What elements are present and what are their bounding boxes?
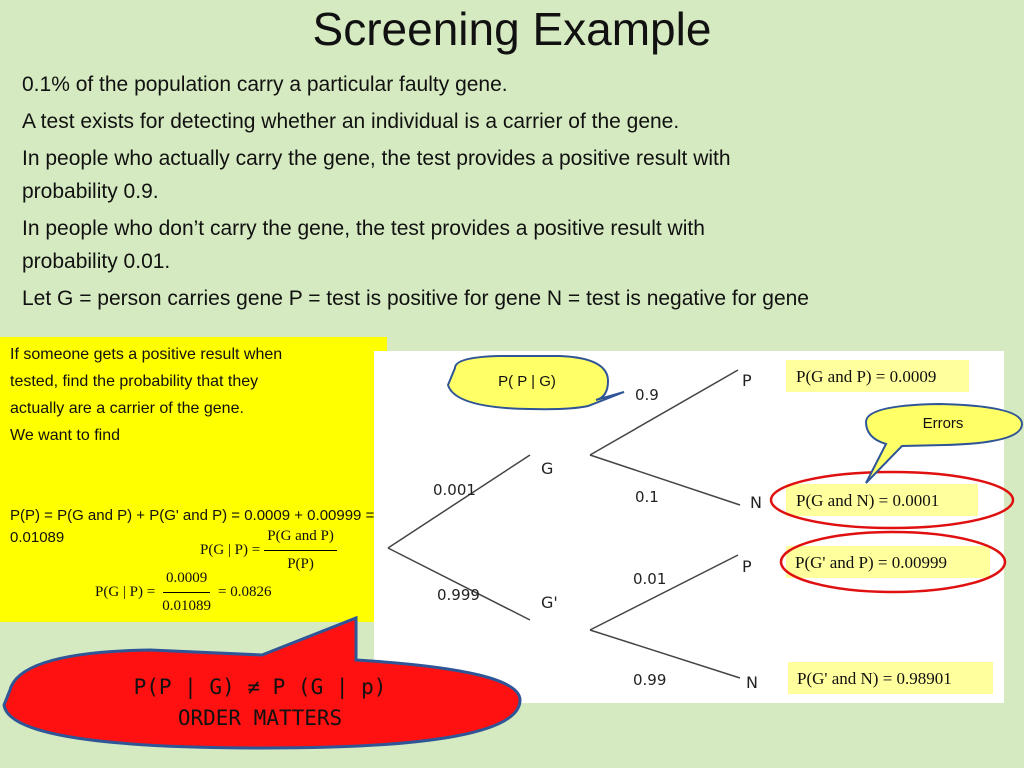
formula-denominator: 0.01089 [162, 598, 211, 614]
branch-line [589, 629, 741, 679]
branch-line [387, 547, 531, 621]
bullet-continuation: probability 0.9. [22, 180, 159, 203]
formula-lhs: P(G | P) = [95, 584, 156, 600]
node-label: G' [541, 593, 558, 612]
bayes-calculation: P(G | P) = 0.0009 0.01089 = 0.0826 [95, 565, 271, 620]
leaf-label: P [742, 371, 752, 390]
error-ring [779, 530, 1007, 594]
result-box [786, 546, 990, 578]
bullet-text: 0.1% of the population carry a particula… [22, 73, 508, 96]
formula-lhs: P(G | P) = [200, 542, 261, 558]
errors-callout-label: Errors [922, 415, 964, 432]
branch-prob-label: 0.01 [633, 570, 666, 588]
question-line: If someone gets a positive result when [10, 346, 283, 363]
slide-title: Screening Example [312, 3, 712, 55]
errors-callout [864, 402, 1024, 484]
bullet-item: In people who don’t carry the gene, the … [22, 212, 1012, 278]
bullet-text: In people who actually carry the gene, t… [22, 147, 731, 170]
branch-line [589, 454, 741, 506]
error-ring [769, 470, 1015, 530]
conditional-callout [446, 355, 625, 411]
total-probability-line: P(P) = P(G and P) + P(G' and P) = 0.0009… [10, 507, 375, 546]
question-line: tested, find the probability that they [10, 373, 259, 390]
result-label: P(G and P) = 0.0009 [796, 367, 936, 386]
formula-fraction: 0.0009 0.01089 [159, 565, 214, 620]
bullet-item: In people who actually carry the gene, t… [22, 142, 1012, 208]
order-matters-text: P(P | G) ≠ P (G | p) ORDER MATTERS [0, 672, 520, 734]
bullet-item: Let G = person carries gene P = test is … [22, 282, 1012, 315]
branch-prob-label: 0.999 [437, 586, 480, 604]
branch-prob-label: 0.1 [635, 488, 659, 506]
formula-numerator: 0.0009 [162, 565, 211, 593]
formula-numerator: P(G and P) [264, 523, 337, 551]
bullet-text: In people who don’t carry the gene, the … [22, 217, 705, 240]
bayes-formula: P(G | P) = P(G and P) P(P) [200, 523, 341, 578]
result-label: P(G and N) = 0.0001 [796, 491, 939, 510]
formula-denominator: P(P) [287, 556, 314, 572]
branch-prob-label: 0.001 [433, 481, 476, 499]
result-box [788, 662, 993, 694]
bullet-list: 0.1% of the population carry a particula… [22, 68, 1012, 319]
result-label: P(G' and P) = 0.00999 [795, 553, 947, 572]
formula-result: = 0.0826 [217, 584, 272, 600]
branch-prob-label: 0.9 [635, 386, 659, 404]
branch-line [589, 369, 739, 456]
node-label: G [541, 459, 553, 478]
leaf-label: N [750, 493, 762, 512]
branch-prob-label: 0.99 [633, 671, 666, 689]
result-box [786, 484, 978, 516]
conditional-callout-label: P( P | G) [498, 373, 556, 390]
result-box [786, 360, 969, 392]
branch-line [387, 454, 531, 549]
question-line: We want to find [10, 427, 120, 444]
order-matters-callout [2, 615, 522, 750]
inequality-line: P(P | G) ≠ P (G | p) [133, 675, 387, 699]
question-box: If someone gets a positive result when t… [0, 337, 387, 622]
result-label: P(G' and N) = 0.98901 [797, 669, 952, 688]
formula-fraction: P(G and P) P(P) [264, 523, 337, 578]
order-matters-line: ORDER MATTERS [177, 706, 343, 730]
branch-line [589, 554, 739, 631]
leaf-label: N [746, 673, 758, 692]
bullet-item: 0.1% of the population carry a particula… [22, 68, 1012, 101]
leaf-label: P [742, 557, 752, 576]
question-line: actually are a carrier of the gene. [10, 400, 244, 417]
bullet-item: A test exists for detecting whether an i… [22, 105, 1012, 138]
question-text: If someone gets a positive result when t… [10, 341, 380, 449]
bullet-text: Let G = person carries gene P = test is … [22, 287, 809, 310]
bullet-text: A test exists for detecting whether an i… [22, 110, 680, 133]
bullet-continuation: probability 0.01. [22, 250, 171, 273]
